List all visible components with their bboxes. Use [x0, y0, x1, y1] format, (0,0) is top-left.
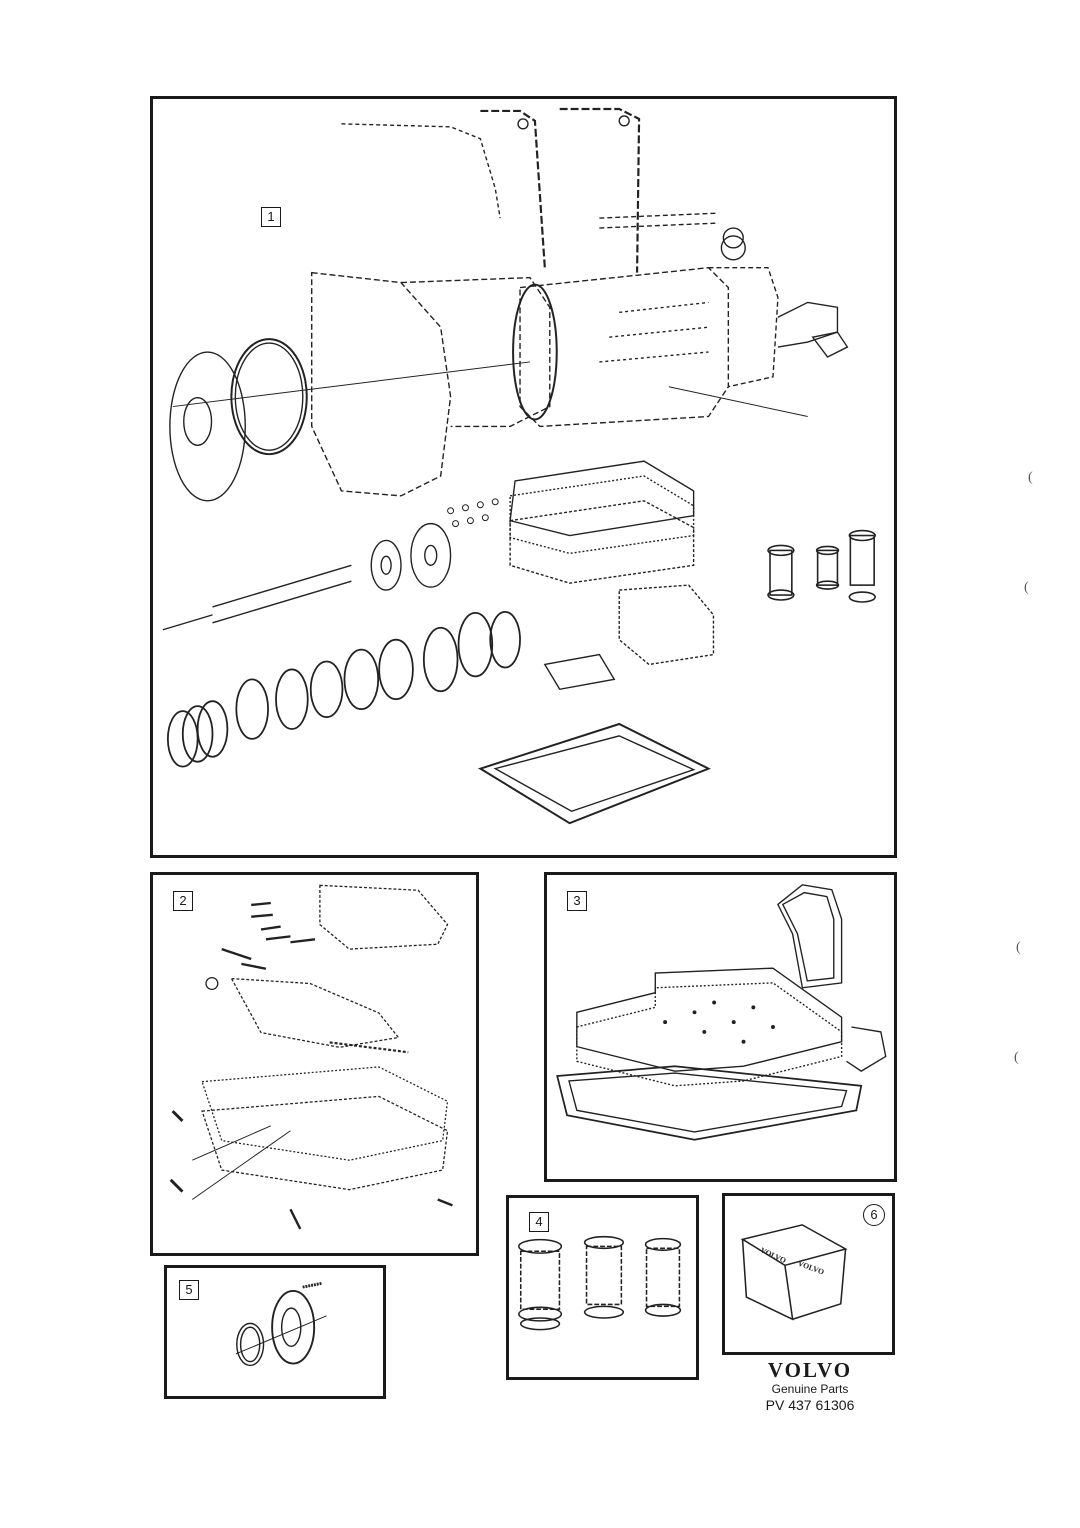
- panel-2-label: 2: [173, 891, 193, 911]
- brand-name: VOLVO: [767, 1358, 853, 1382]
- panel-1-label: 1: [261, 207, 281, 227]
- servo-seals-drawing: [518, 1235, 682, 1331]
- transmission-exploded-drawing: [162, 107, 876, 825]
- brand-subtitle: Genuine Parts: [771, 1382, 849, 1396]
- margin-mark: (: [1028, 470, 1033, 485]
- panel-3-valve-body-gaskets: 3: [544, 872, 897, 1182]
- valve-body-gaskets-drawing: [556, 884, 887, 1141]
- margin-mark: (: [1014, 1050, 1019, 1065]
- panel-4-servo-seals: 4: [506, 1195, 699, 1380]
- panel-6-label: 6: [863, 1204, 885, 1226]
- panel-5-thrust-washer: 5: [164, 1265, 386, 1399]
- kit-box-drawing: VOLVO VOLVO: [740, 1224, 848, 1321]
- panel-3-label: 3: [567, 891, 587, 911]
- panel-4-label: 4: [529, 1212, 549, 1232]
- box-logo-left: VOLVO: [759, 1246, 787, 1266]
- panel-1-transmission-overhaul-kit: 1: [150, 96, 897, 858]
- box-logo-right: VOLVO: [797, 1259, 826, 1277]
- valve-body-springs-drawing: [169, 884, 453, 1230]
- margin-mark: (: [1016, 940, 1021, 955]
- panel-2-valve-body-springs: 2: [150, 872, 479, 1256]
- brand-footer: VOLVO Genuine Parts PV 437 61306: [740, 1358, 880, 1414]
- thrust-washer-drawing: [235, 1281, 327, 1367]
- panel-6-kit-box: VOLVO VOLVO 6: [722, 1193, 895, 1355]
- panel-5-label: 5: [179, 1280, 199, 1300]
- margin-mark: (: [1024, 580, 1029, 595]
- part-code: PV 437 61306: [765, 1397, 855, 1413]
